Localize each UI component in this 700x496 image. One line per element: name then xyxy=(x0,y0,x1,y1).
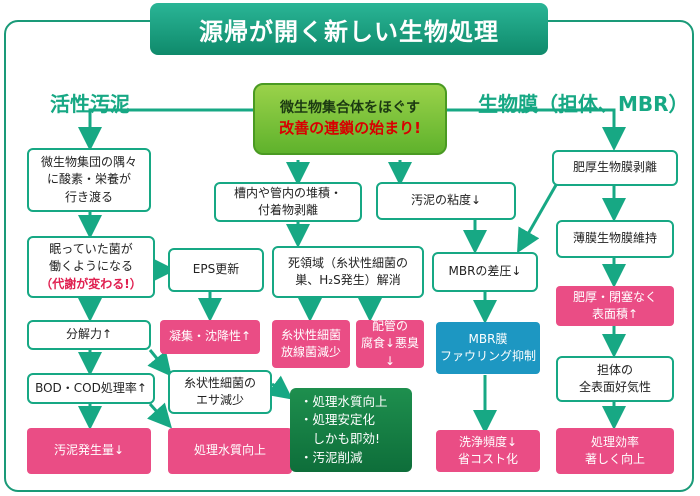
section-activated-sludge: 活性汚泥 xyxy=(50,92,130,116)
center-line-2: 改善の連鎖の始まり! xyxy=(279,119,421,138)
node-text: 凝集・沈降性↑ xyxy=(168,329,252,344)
node-text: 著しく向上 xyxy=(584,452,645,466)
node-text: に酸素・栄養が xyxy=(46,172,131,187)
node-membrane-fouling: MBR膜 ファウリング抑制 xyxy=(436,322,540,374)
node-note: （代謝が変わる!） xyxy=(40,276,142,291)
node-text: 放線菌減少 xyxy=(280,345,341,359)
node-text: 分解力↑ xyxy=(65,327,113,342)
result-filament-reduction: 糸状性細菌 放線菌減少 xyxy=(272,320,350,368)
node-sludge-viscosity: 汚泥の粘度↓ xyxy=(376,182,516,220)
summary-item: ・処理水質向上 xyxy=(300,393,388,409)
node-text: MBR膜 xyxy=(468,331,508,346)
node-text: 配管の xyxy=(371,318,408,333)
node-text: ファウリング抑制 xyxy=(439,349,536,363)
node-decomposition: 分解力↑ xyxy=(27,320,151,350)
node-text: 洗浄頻度↓ xyxy=(458,434,518,449)
node-text: 糸状性細菌の xyxy=(183,375,256,390)
node-text: 巣、H₂S発生）解消 xyxy=(295,273,401,287)
node-text: 付着物剥離 xyxy=(257,203,318,217)
summary-item: ・汚泥削減 xyxy=(300,449,363,465)
node-text: 働くようになる xyxy=(48,259,133,274)
summary-item: ・処理安定化 xyxy=(300,412,376,428)
node-text: 汚泥発生量↓ xyxy=(53,443,125,458)
node-oxygen-nutrients: 微生物集団の隅々 に酸素・栄養が 行き渡る xyxy=(27,148,151,212)
summary-item: しかも即効! xyxy=(300,431,381,446)
node-text: エサ減少 xyxy=(195,393,244,407)
node-text: 肥厚生物膜剥離 xyxy=(572,160,657,175)
node-text: 行き渡る xyxy=(64,189,113,204)
node-filament-feed: 糸状性細菌の エサ減少 xyxy=(168,370,272,414)
node-text: 肥厚・閉塞なく xyxy=(572,289,657,304)
result-wash-frequency: 洗浄頻度↓ 省コスト化 xyxy=(436,430,540,472)
node-text: 槽内や管内の堆積・ xyxy=(233,185,342,200)
node-text: 微生物集団の隅々 xyxy=(40,154,137,169)
node-mbr-pressure: MBRの差圧↓ xyxy=(432,252,538,292)
node-text: 汚泥の粘度↓ xyxy=(410,193,482,208)
result-water-quality: 処理水質向上 xyxy=(168,428,292,474)
results-summary: ・処理水質向上 ・処理安定化 しかも即効! ・汚泥削減 xyxy=(290,388,412,472)
node-text: 全表面好気性 xyxy=(578,380,651,394)
node-text: BOD・COD処理率↑ xyxy=(35,380,147,395)
node-text: 糸状性細菌 xyxy=(280,327,341,342)
node-text: 担体の xyxy=(596,362,633,377)
node-aerobic-surface: 担体の 全表面好気性 xyxy=(556,356,674,402)
diagram-title: 源帰が開く新しい生物処理 xyxy=(150,3,548,55)
node-thin-biofilm: 薄膜生物膜維持 xyxy=(556,220,674,258)
node-dormant-bacteria: 眠っていた菌が 働くようになる （代謝が変わる!） xyxy=(27,236,155,298)
node-text: 省コスト化 xyxy=(457,452,518,466)
result-surface-area: 肥厚・閉塞なく 表面積↑ xyxy=(556,286,674,326)
node-text: 処理水質向上 xyxy=(193,443,266,458)
node-bod-cod: BOD・COD処理率↑ xyxy=(27,373,155,404)
node-text: 処理効率 xyxy=(590,434,639,449)
result-pipe-corrosion: 配管の 腐食↓悪臭↓ xyxy=(356,318,424,368)
node-text: MBRの差圧↓ xyxy=(448,264,522,279)
result-sludge-generation: 汚泥発生量↓ xyxy=(27,428,151,474)
node-text: 薄膜生物膜維持 xyxy=(572,231,657,246)
node-deposit-removal: 槽内や管内の堆積・ 付着物剥離 xyxy=(214,182,362,222)
node-text: 腐食↓悪臭↓ xyxy=(360,336,420,368)
node-thick-biofilm-peel: 肥厚生物膜剥離 xyxy=(552,150,678,186)
node-text: 表面積↑ xyxy=(591,307,639,321)
center-line-1: 微生物集合体をほぐす xyxy=(280,99,420,116)
center-node: 微生物集合体をほぐす 改善の連鎖の始まり! xyxy=(253,83,447,155)
node-text: EPS更新 xyxy=(192,262,240,277)
node-dead-zone: 死領域（糸状性細菌の 巣、H₂S発生）解消 xyxy=(272,246,424,298)
node-text: 眠っていた菌が xyxy=(49,241,133,256)
node-text: 死領域（糸状性細菌の xyxy=(287,255,408,270)
node-eps-renewal: EPS更新 xyxy=(168,248,264,292)
section-biofilm: 生物膜（担体、MBR） xyxy=(478,92,689,116)
result-efficiency: 処理効率 著しく向上 xyxy=(556,428,674,474)
result-settling: 凝集・沈降性↑ xyxy=(160,320,260,354)
